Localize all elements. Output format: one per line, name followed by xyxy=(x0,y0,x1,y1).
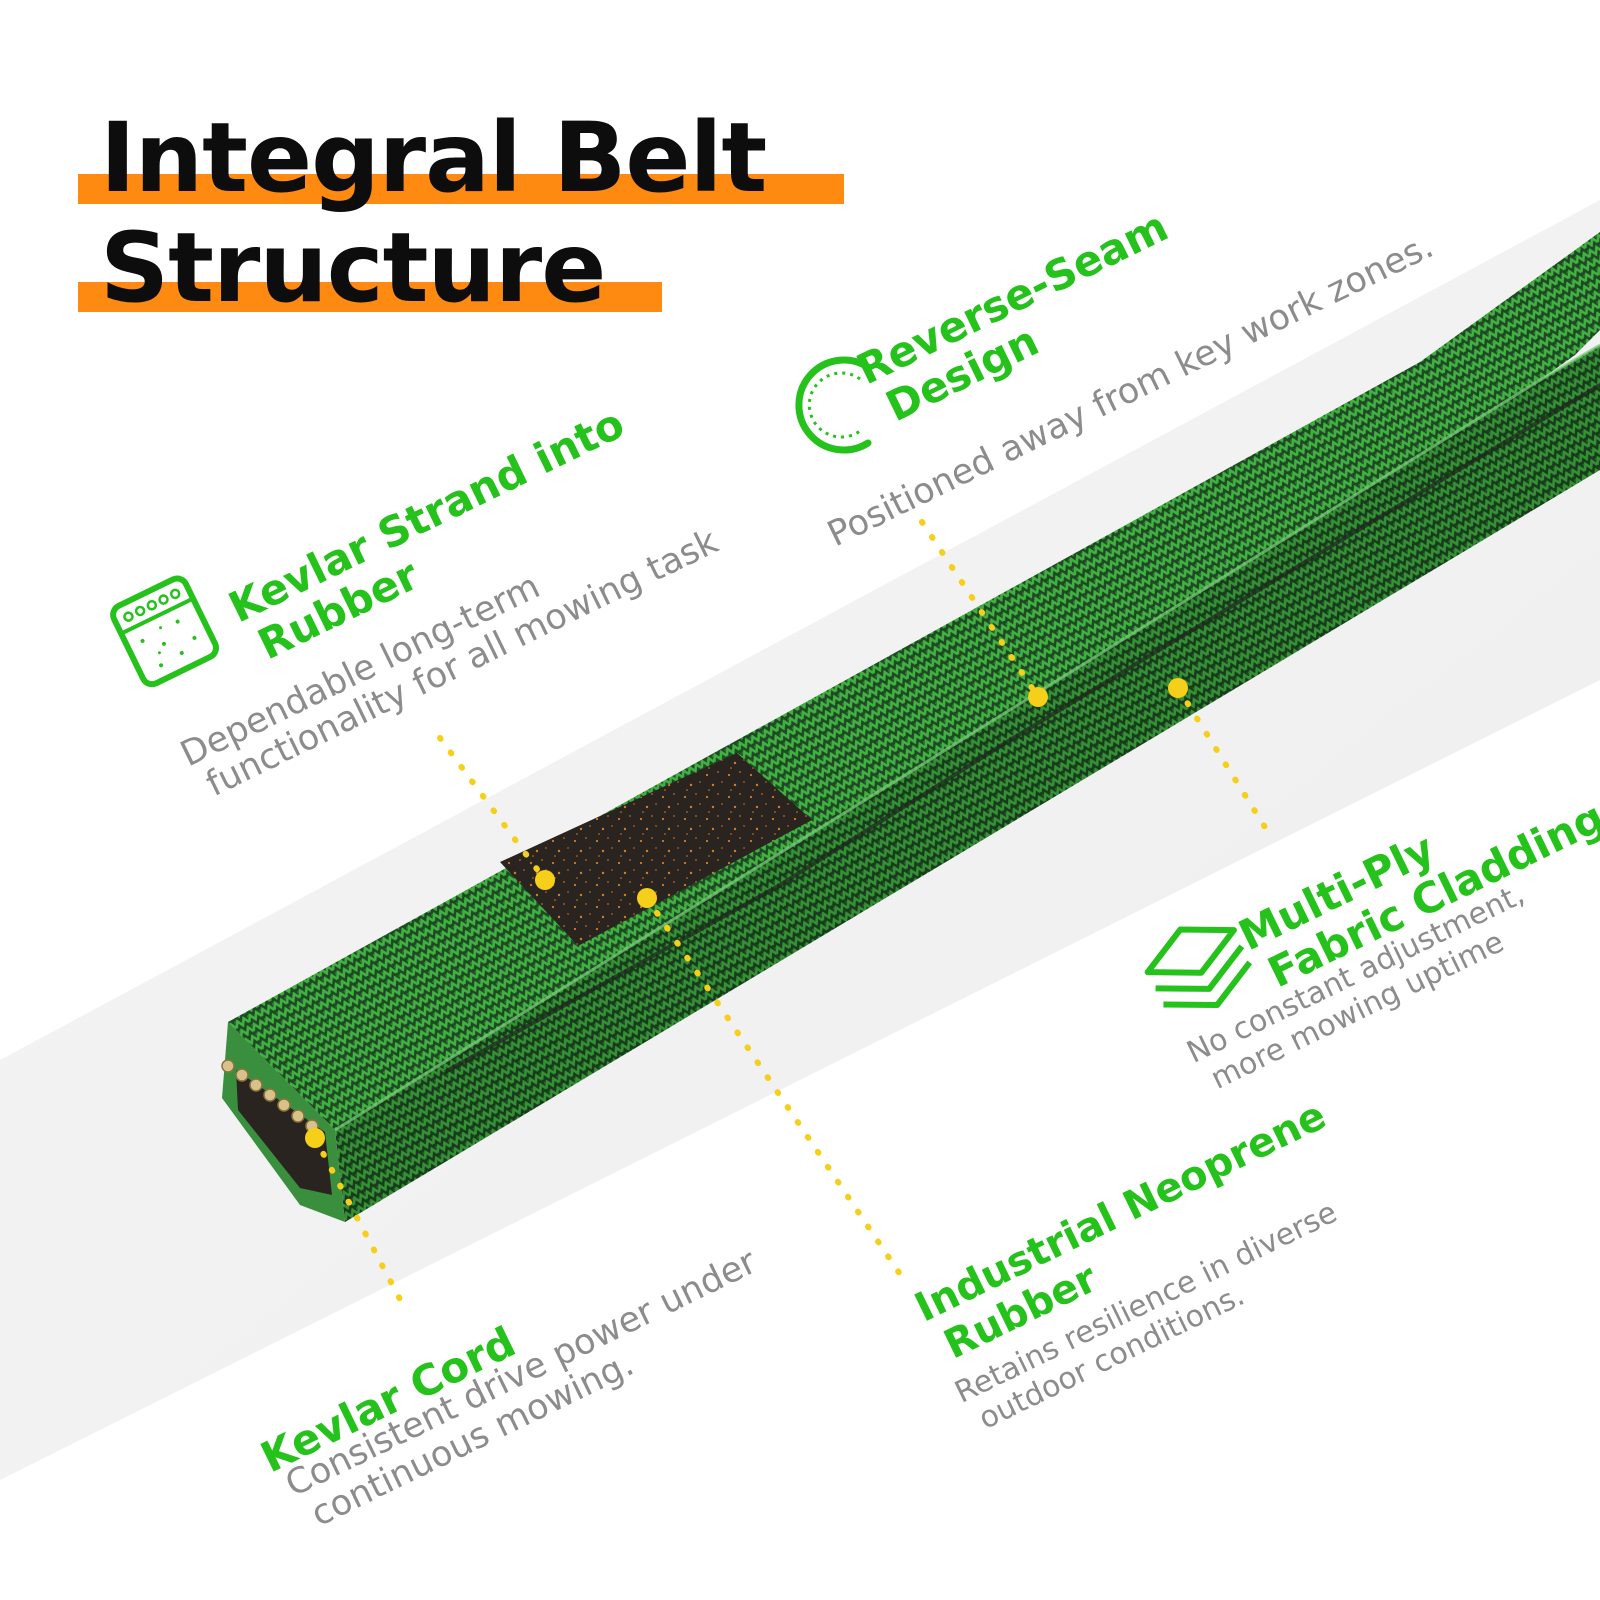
leader-kevlar-strand xyxy=(437,735,548,883)
page-title-line2: Structure xyxy=(100,212,606,324)
layers-icon xyxy=(1144,926,1253,1009)
leader-reverse-seam xyxy=(919,519,1041,700)
rubber-window xyxy=(500,753,812,946)
title-highlight-1 xyxy=(78,174,844,204)
seam-arc-icon xyxy=(795,356,872,454)
leader-neoprene xyxy=(644,895,909,1286)
marker-kevlar-cord xyxy=(305,1128,325,1148)
title-highlight-2 xyxy=(78,282,662,312)
belt-side-face xyxy=(335,345,1600,1222)
marker-multi-ply xyxy=(1168,678,1188,698)
rubber-block-icon xyxy=(110,575,219,688)
leader-multi-ply xyxy=(1175,685,1276,843)
marker-reverse-seam xyxy=(1028,687,1048,707)
marker-neoprene xyxy=(637,888,657,908)
kevlar-cords xyxy=(221,1059,319,1133)
page-title-line1: Integral Belt xyxy=(100,102,767,214)
marker-kevlar-strand xyxy=(535,870,555,890)
seam-line xyxy=(444,383,1600,1074)
belt-end-core xyxy=(236,1070,332,1195)
